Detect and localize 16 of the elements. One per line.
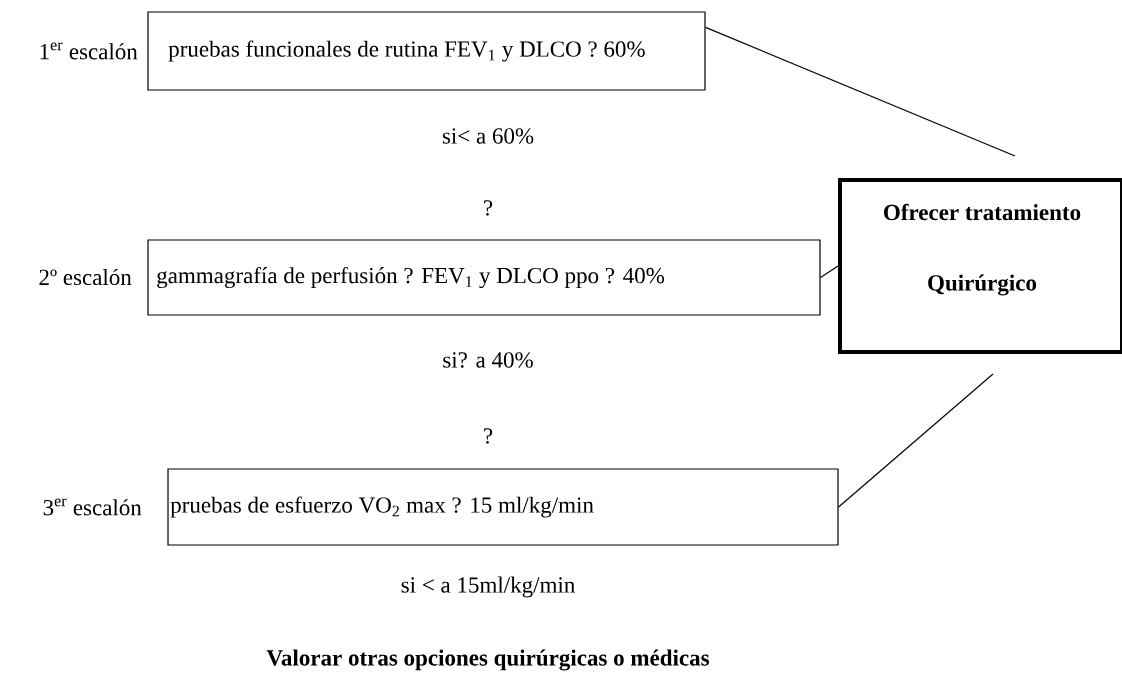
process-box: pruebas funcionales de rutina FEV$_{1}$ y DLCO ? 60% xyxy=(147,11,706,91)
question-mark: ? xyxy=(484,200,493,216)
step-label: 3$^{er}$ escalón xyxy=(43,498,142,516)
step-label: 1$^{er}$ escalón xyxy=(40,42,138,60)
connector-line xyxy=(838,373,994,508)
question-mark: ? xyxy=(484,428,493,444)
conclusion-text: Valorar otras opciones quirúrgicas o médicas xyxy=(266,649,710,671)
step-label: 2º escalón xyxy=(39,268,132,286)
condition-text: si? a 40% xyxy=(443,352,533,368)
decision-box: Ofrecer tratamiento Quirúrgico xyxy=(838,178,1122,354)
process-box: pruebas de esfuerzo VO$_{2}$ max ? 15 ml/kg/min xyxy=(167,468,839,546)
connector-line xyxy=(820,265,839,279)
process-box: gammagrafía de perfusión ? FEV$_{1}$ y DLCO ppo ? 40% xyxy=(147,239,821,316)
connector-line xyxy=(705,26,1016,157)
condition-text: si < a 15ml/kg/min xyxy=(401,576,575,598)
condition-text: si< a 60% xyxy=(442,128,534,144)
